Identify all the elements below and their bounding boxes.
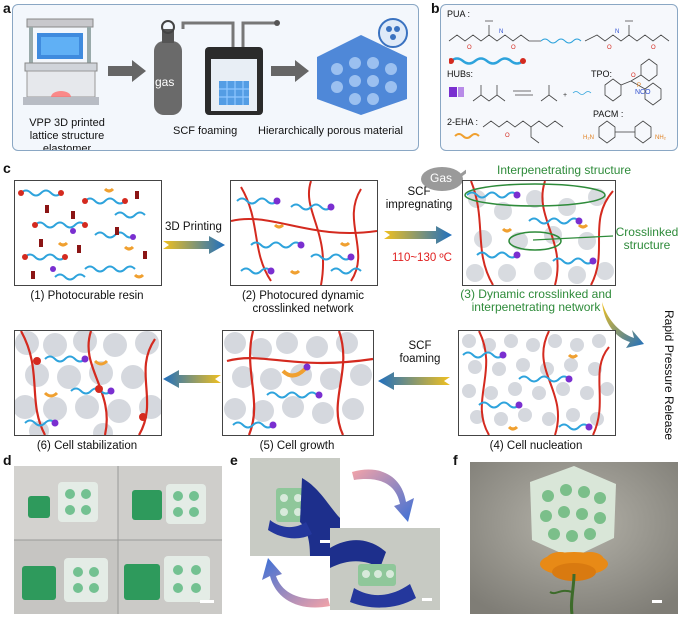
rapid-release-label: Rapid Pressure Release	[662, 310, 676, 441]
interpenetrating-label: Interpenetrating structure	[497, 163, 632, 177]
arrow1-label: 3D Printing	[165, 221, 222, 233]
svg-text:O: O	[511, 45, 516, 51]
svg-text:O: O	[467, 45, 472, 51]
step2-caption: (2) Photocured dynamic crosslinked netwo…	[222, 290, 384, 316]
gas-bubble-label: Gas	[430, 171, 453, 185]
step2-caption-line2: crosslinked network	[252, 303, 354, 315]
panel-label-a: a	[3, 0, 11, 16]
panel-a-step3-caption: Hierarchically porous material	[258, 125, 403, 137]
stabilization-drawing	[15, 331, 161, 435]
arrow-stabilization	[163, 370, 221, 388]
crosslinked-label-line2: structure	[623, 238, 671, 252]
scale-bar-e1	[320, 540, 330, 543]
panel-a-step2-caption: SCF foaming	[173, 125, 238, 137]
step5-caption: (5) Cell growth	[259, 440, 335, 452]
photo-compression-before	[250, 458, 340, 556]
growth-drawing	[224, 331, 373, 435]
panel-label-e: e	[230, 452, 238, 468]
step3-caption: (3) Dynamic crosslinked and interpenetra…	[436, 288, 636, 314]
panel-b: PUA : O O O O N N HUBs: + NCO TPO:	[440, 4, 678, 151]
arrow-rapid-pressure-release	[602, 302, 644, 348]
gas-cylinder-illustration	[154, 20, 182, 115]
step3-caption-line2: interpenetrating network	[471, 300, 601, 314]
schematic-cell-stabilization	[14, 330, 162, 436]
hubs-label: HUBs:	[447, 69, 474, 79]
arrow2-label: SCF impregnating	[380, 186, 458, 212]
hubs-structure: +	[449, 85, 592, 102]
lattice-cubes-drawing	[14, 466, 222, 614]
arrow4-label-line2: foaming	[399, 353, 441, 365]
resin-molecules-drawing	[18, 187, 147, 281]
step1-caption: (1) Photocurable resin	[30, 290, 144, 302]
crosslinked-label: Crosslinked structure	[610, 226, 684, 252]
nco-label: NCO	[635, 89, 651, 96]
arrow-scf-impregnating	[384, 226, 452, 244]
panel-a: gas VPP 3D printed lattice structure ela…	[12, 4, 419, 151]
arrow-3d-printing	[163, 236, 225, 254]
tpo-label: TPO:	[591, 69, 613, 79]
nucleation-drawing	[462, 331, 614, 435]
network-drawing	[231, 181, 377, 285]
photo-lattice-samples	[14, 466, 222, 614]
pua-structure: O O O O N N	[448, 20, 670, 51]
step2-caption-line1: (2) Photocured dynamic	[241, 290, 365, 302]
curved-arrow-compress	[352, 469, 414, 522]
curved-arrow-recover	[262, 558, 330, 608]
tpo-structure: OP	[604, 58, 662, 106]
schematic-cell-nucleation	[458, 330, 616, 436]
scale-bar-e2	[422, 598, 432, 601]
svg-text:N: N	[615, 29, 619, 35]
process-arrow-1	[108, 60, 146, 82]
step3-caption-line1: (3) Dynamic crosslinked and	[460, 287, 612, 301]
interpenetrating-network-drawing	[464, 181, 614, 285]
flower-lattice-drawing	[470, 462, 678, 614]
arrow4-label: SCF foaming	[390, 340, 450, 366]
pacm-structure: H₂N NH₂	[583, 120, 667, 144]
pua-chain-icon	[449, 57, 526, 65]
temperature-label: 110~130 ºC	[392, 252, 452, 264]
schematic-photocurable-resin	[14, 180, 162, 286]
panel-label-f: f	[453, 452, 458, 468]
svg-text:NH₂: NH₂	[655, 135, 667, 141]
arrow2-label-line1: SCF	[407, 186, 431, 198]
panel-label-d: d	[3, 452, 12, 468]
photo-compression-after	[330, 528, 440, 610]
panel-label-c: c	[3, 160, 11, 176]
process-arrow-2	[271, 60, 309, 82]
crosslinked-label-line1: Crosslinked	[615, 225, 679, 239]
eha-icon	[454, 133, 480, 139]
svg-text:O: O	[607, 45, 612, 51]
eha-structure: O	[482, 120, 564, 144]
gas-label: gas	[155, 75, 175, 89]
svg-text:P: P	[637, 83, 641, 89]
scale-bar-f	[652, 600, 662, 603]
crosslinked-pointer-line	[533, 235, 613, 241]
schematic-cell-growth	[222, 330, 374, 436]
pacm-label: PACM :	[593, 109, 624, 119]
porous-lattice-illustration	[317, 18, 408, 115]
pua-label: PUA :	[447, 9, 471, 19]
gas-bubble	[421, 167, 466, 191]
scale-bar-d	[200, 600, 214, 603]
svg-text:O: O	[651, 45, 656, 51]
scf-chamber-illustration	[181, 20, 280, 115]
panel-label-b: b	[431, 0, 440, 16]
schematic-dynamic-interpenetrating-network	[462, 180, 616, 286]
svg-text:O: O	[631, 73, 636, 79]
arrow4-label-line1: SCF	[408, 340, 432, 352]
svg-text:N: N	[499, 29, 503, 35]
3d-printer-illustration	[23, 18, 99, 105]
schematic-photocured-network	[230, 180, 378, 286]
svg-text:+: +	[563, 92, 567, 99]
arrow-scf-foaming	[378, 372, 450, 390]
svg-text:H₂N: H₂N	[583, 135, 594, 141]
compression-after-drawing	[330, 540, 416, 608]
panel-a-step1-caption: VPP 3D printed lattice structure elastom…	[29, 117, 105, 151]
svg-text:O: O	[505, 133, 510, 139]
eha-label: 2-EHA :	[447, 117, 479, 127]
arrow2-label-line2: impregnating	[385, 199, 453, 211]
step6-caption: (6) Cell stabilization	[36, 440, 138, 452]
photo-lattice-on-flower	[470, 462, 678, 614]
step4-caption: (4) Cell nucleation	[489, 440, 583, 452]
